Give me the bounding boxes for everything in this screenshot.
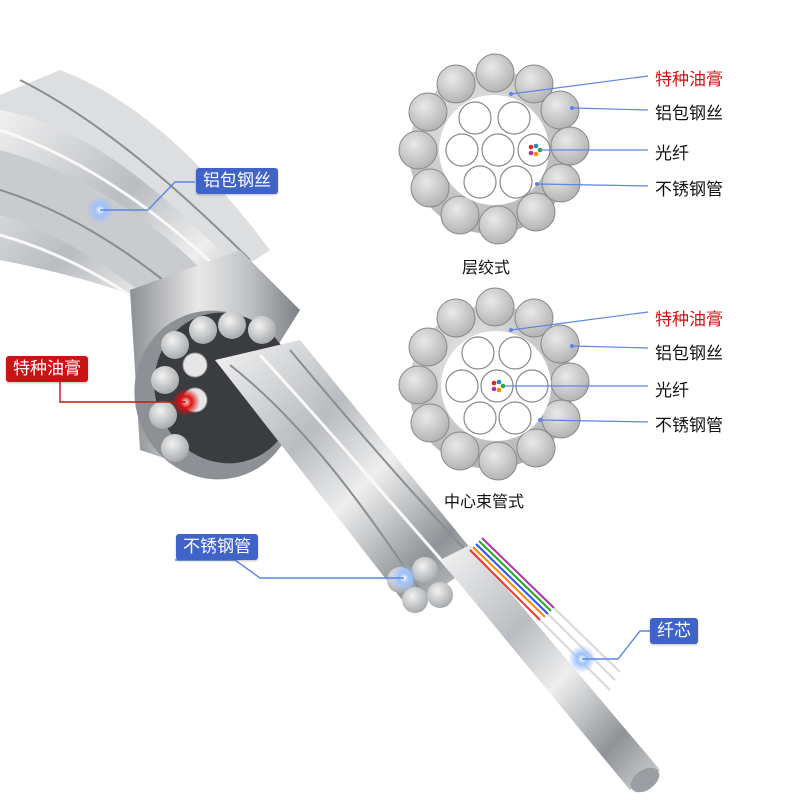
- callout-aluminum-wire: 铝包钢丝: [196, 168, 278, 194]
- stainless-tube: [440, 545, 660, 793]
- layered-caption: 层绞式: [462, 258, 511, 277]
- central-caption: 中心束管式: [444, 492, 525, 511]
- central-label-tube: 不锈钢管: [655, 416, 723, 436]
- diagram-central: [398, 287, 590, 481]
- diagram-layered-leaders: [510, 75, 649, 187]
- central-label-wire: 铝包钢丝: [655, 344, 723, 364]
- diagram-central-leaders: [503, 311, 649, 423]
- layered-label-wire: 铝包钢丝: [655, 104, 723, 124]
- diagram-layered: [398, 53, 590, 245]
- cross-section-wires: [149, 311, 276, 462]
- central-label-grease: 特种油膏: [655, 310, 723, 330]
- layered-label-fiber: 光纤: [655, 144, 689, 164]
- callout-leader-grease: [59, 380, 186, 403]
- layered-label-grease: 特种油膏: [655, 70, 723, 90]
- callout-leaders: [100, 181, 650, 660]
- central-label-fiber: 光纤: [655, 381, 689, 401]
- layered-label-tube: 不锈钢管: [655, 180, 723, 200]
- fiber-bundle: [469, 537, 621, 691]
- callout-fiber-core: 纤芯: [650, 618, 698, 644]
- callout-special-grease: 特种油膏: [6, 356, 88, 382]
- callout-stainless-tube: 不锈钢管: [176, 534, 258, 560]
